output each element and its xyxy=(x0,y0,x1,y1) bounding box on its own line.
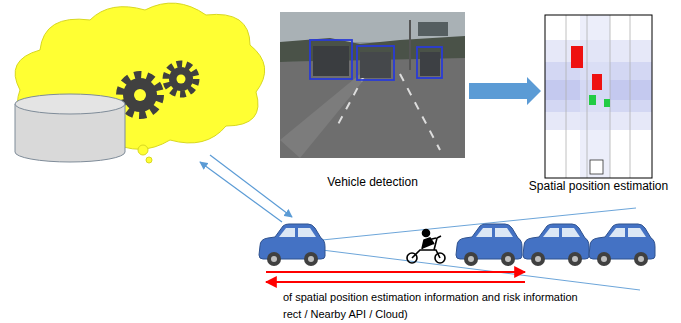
caption-text: of spatial position estimation informati… xyxy=(283,291,578,303)
caption-text: rect / Nearby API / Cloud) xyxy=(283,308,408,320)
cloud xyxy=(15,3,265,163)
car-icon xyxy=(523,224,589,266)
car-icon xyxy=(589,224,655,266)
car-icon xyxy=(259,224,325,266)
red-arrow xyxy=(266,281,525,283)
image-caption: Vehicle detection xyxy=(327,175,418,189)
upload-line xyxy=(200,162,282,222)
download-line xyxy=(210,155,292,217)
estimation-map xyxy=(545,15,652,178)
car-icon xyxy=(456,224,522,266)
gear-icon xyxy=(120,64,196,115)
database-cylinder xyxy=(15,94,125,162)
motorcycle-icon xyxy=(407,230,445,264)
camera-photo xyxy=(280,12,465,158)
image-panel: Vehicle detection xyxy=(280,12,465,158)
image-caption: Spatial position estimation xyxy=(529,179,668,193)
image-panel: Spatial position estimation xyxy=(545,15,652,178)
block-arrow xyxy=(469,77,541,105)
red-arrow xyxy=(266,271,525,273)
